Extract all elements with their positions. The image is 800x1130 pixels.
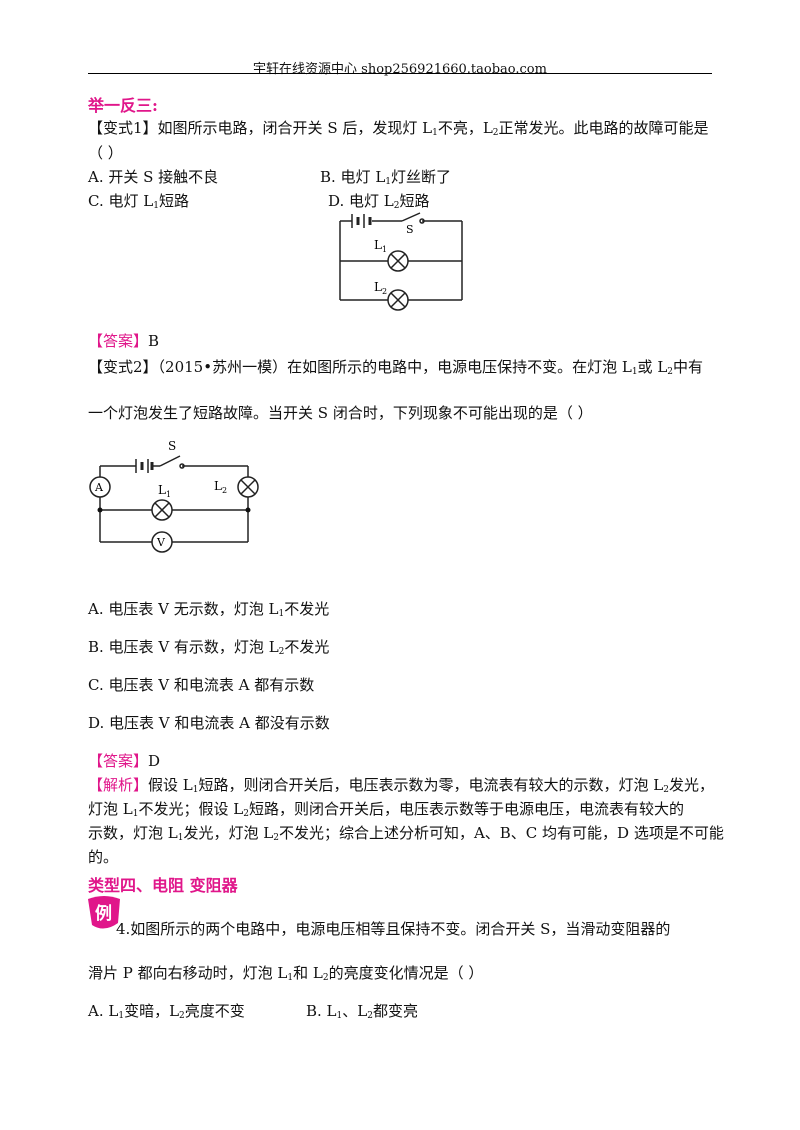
svg-text:例: 例: [95, 903, 112, 924]
variant2-analysis-line4: 的。: [88, 848, 119, 866]
variant1-switch-label: S: [406, 223, 414, 236]
variant1-answer: 【答案】B: [88, 332, 160, 350]
ammeter-symbol: A: [94, 481, 104, 494]
variant2-tag: 【变式2】: [88, 358, 158, 376]
variant2-circuit-diagram: S A V L1 L2: [89, 439, 259, 553]
variant2-lamp2-label: L2: [214, 479, 227, 495]
variant2-question-line1: 【变式2】（2015•苏州一模）在如图所示的电路中，电源电压保持不变。在灯泡 L…: [88, 358, 704, 377]
variant2-option-c: C. 电压表 V 和电流表 A 都有示数: [88, 676, 315, 694]
example4-question-line2: 滑片 P 都向右移动时，灯泡 L1和 L2的亮度变化情况是（ ）: [88, 964, 484, 983]
variant2-switch-label: S: [168, 439, 176, 453]
variant2-answer: 【答案】D: [88, 752, 161, 770]
page-header: 宇轩在线资源中心 shop256921660.taobao.com: [253, 62, 547, 77]
variant1-circuit-diagram: S L1 L2: [339, 212, 463, 311]
section-title-practice: 举一反三:: [88, 96, 158, 115]
example4-option-a: A. L1变暗，L2亮度不变: [88, 1002, 245, 1021]
section-title-resistance: 类型四、电阻 变阻器: [88, 876, 238, 895]
example4-option-b: B. L1、L2都变亮: [306, 1002, 418, 1021]
variant1-option-b: B. 电灯 L1灯丝断了: [320, 168, 452, 187]
variant1-option-d: D. 电灯 L2短路: [328, 192, 430, 211]
example-icon: 例: [88, 896, 120, 929]
variant1-question: 【变式1】如图所示电路，闭合开关 S 后，发现灯 L1不亮，L2正常发光。此电路…: [88, 119, 709, 138]
variant2-analysis-line2: 灯泡 L1不发光；假设 L2短路，则闭合开关后，电压表示数等于电源电压，电流表有…: [88, 800, 684, 819]
variant1-option-c: C. 电灯 L1短路: [88, 192, 189, 211]
variant2-analysis-line3: 示数，灯泡 L1发光，灯泡 L2不发光；综合上述分析可知，A、B、C 均有可能，…: [88, 824, 724, 843]
variant2-option-b: B. 电压表 V 有示数，灯泡 L2不发光: [88, 638, 330, 657]
example4-question-line1: 4.如图所示的两个电路中，电源电压相等且保持不变。闭合开关 S，当滑动变阻器的: [116, 920, 671, 938]
voltmeter-symbol: V: [156, 536, 166, 549]
variant1-lamp2-label: L2: [374, 280, 387, 296]
variant1-tag: 【变式1】: [88, 119, 158, 137]
variant2-analysis-line1: 【解析】假设 L1短路，则闭合开关后，电压表示数为零，电流表有较大的示数，灯泡 …: [88, 776, 714, 795]
variant2-option-a: A. 电压表 V 无示数，灯泡 L1不发光: [88, 600, 330, 619]
variant1-option-a: A. 开关 S 接触不良: [88, 168, 219, 186]
variant1-lamp1-label: L1: [374, 238, 387, 254]
header-rule: [88, 73, 712, 74]
variant2-option-d: D. 电压表 V 和电流表 A 都没有示数: [88, 714, 330, 732]
variant2-lamp1-label: L1: [158, 483, 171, 499]
variant1-blank: （ ）: [88, 144, 123, 162]
variant2-question-line2: 一个灯泡发生了短路故障。当开关 S 闭合时，下列现象不可能出现的是（ ）: [88, 404, 593, 422]
